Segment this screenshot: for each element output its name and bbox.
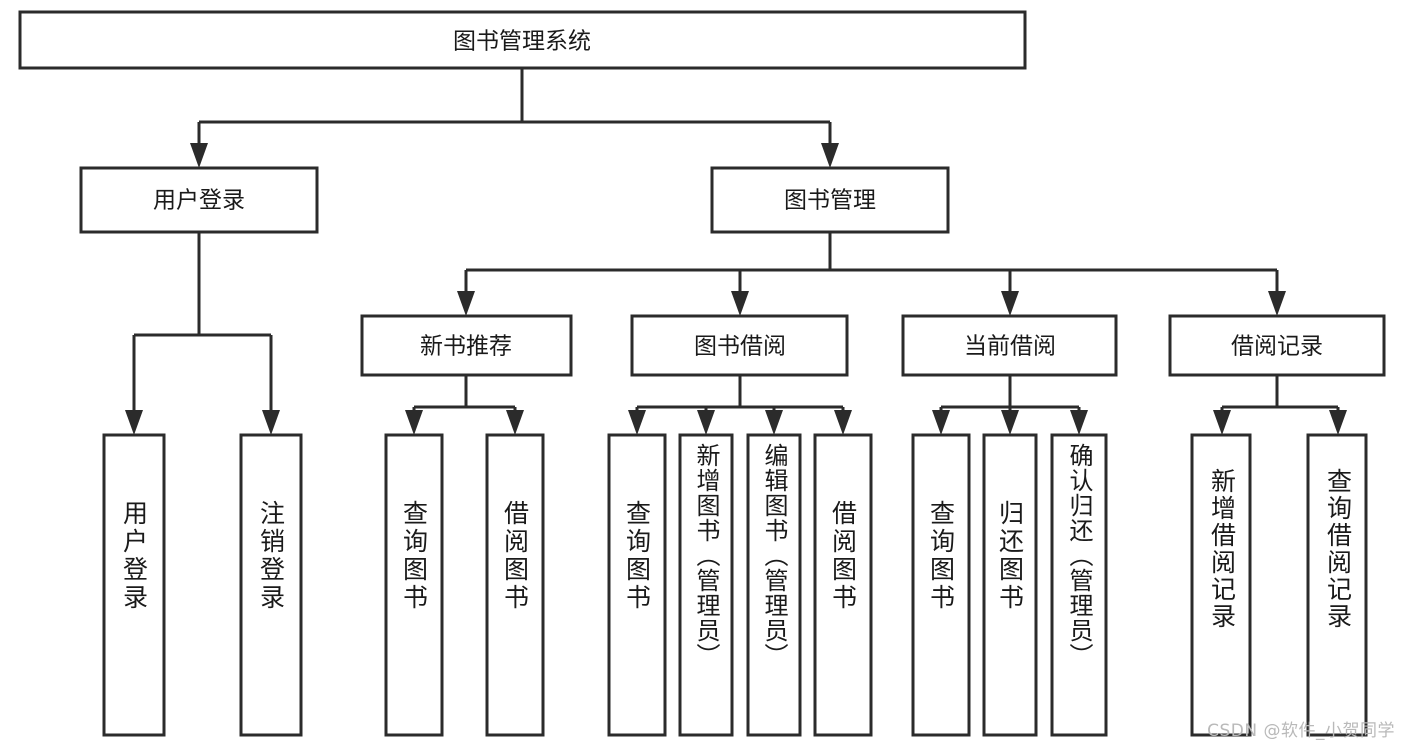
leaf-box-current-borrow-2[interactable]: [1050, 433, 1108, 737]
arrow-head-borrow-leaf-0: [628, 410, 646, 435]
leaf-box-borrow-records-0[interactable]: [1190, 433, 1252, 737]
node-book-borrow[interactable]: 图书借阅: [630, 314, 849, 377]
leaf-box-book-borrow-3[interactable]: [813, 433, 873, 737]
node-borrow-records-box[interactable]: [1168, 314, 1386, 377]
arrow-head-level2-0: [457, 291, 475, 316]
arrow-head-records-leaf-1: [1329, 410, 1347, 435]
leaf-box-user-login-0[interactable]: [102, 433, 166, 737]
arrow-head-newbook-leaf-0: [405, 410, 423, 435]
node-book-manage[interactable]: 图书管理: [710, 166, 950, 234]
arrow-head-newbook-leaf-1: [506, 410, 524, 435]
node-current-borrow[interactable]: 当前借阅: [901, 314, 1118, 377]
node-new-book-recommend[interactable]: 新书推荐: [360, 314, 573, 377]
node-user-login-label: 用户登录: [153, 188, 245, 214]
leaf-box-book-borrow-0[interactable]: [607, 433, 667, 737]
leaf-box-current-borrow-0[interactable]: [911, 433, 971, 737]
leaf-box-user-login-1[interactable]: [239, 433, 303, 737]
nodes-layer: 图书管理系统 用户登录 图书管理 新书推荐 图书借阅: [18, 10, 1386, 737]
csdn-watermark: CSDN @软件_小贺同学: [1207, 721, 1395, 741]
arrow-head-records-leaf-0: [1213, 410, 1231, 435]
node-new-book-recommend-box[interactable]: [360, 314, 573, 377]
node-book-borrow-label: 图书借阅: [694, 334, 786, 360]
arrow-head-userlogin-leaf-0: [125, 410, 143, 435]
arrow-head-borrow-leaf-1: [697, 410, 715, 435]
arrow-head-level2-1: [731, 291, 749, 316]
arrow-head-borrow-leaf-2: [765, 410, 783, 435]
node-root[interactable]: 图书管理系统: [18, 10, 1027, 70]
leaf-box-new-book-1[interactable]: [485, 433, 545, 737]
leaf-box-current-borrow-1[interactable]: [982, 433, 1038, 737]
node-current-borrow-label: 当前借阅: [964, 334, 1056, 360]
leaf-box-borrow-records-1[interactable]: [1306, 433, 1368, 737]
connectors-layer: [125, 68, 1347, 435]
leaf-box-book-borrow-2[interactable]: [746, 433, 802, 737]
arrow-head-level2-2: [1001, 291, 1019, 316]
node-borrow-records[interactable]: 借阅记录: [1168, 314, 1386, 377]
node-user-login-box[interactable]: [79, 166, 319, 234]
leaf-box-book-borrow-1[interactable]: [678, 433, 734, 737]
arrow-head-current-leaf-0: [932, 410, 950, 435]
arrow-head-userlogin-leaf-1: [262, 410, 280, 435]
arrow-head-current-leaf-1: [1001, 410, 1019, 435]
leaf-box-new-book-0[interactable]: [384, 433, 444, 737]
arrow-head-current-leaf-2: [1070, 410, 1088, 435]
arrow-head-book-manage: [821, 143, 839, 168]
node-current-borrow-box[interactable]: [901, 314, 1118, 377]
node-root-box[interactable]: [18, 10, 1027, 70]
node-book-borrow-box[interactable]: [630, 314, 849, 377]
node-user-login[interactable]: 用户登录: [79, 166, 319, 234]
node-new-book-recommend-label: 新书推荐: [420, 334, 512, 360]
arrow-head-borrow-leaf-3: [834, 410, 852, 435]
arrow-head-user-login: [190, 143, 208, 168]
node-book-manage-box[interactable]: [710, 166, 950, 234]
node-root-label: 图书管理系统: [453, 29, 591, 55]
arrow-head-level2-3: [1268, 291, 1286, 316]
node-borrow-records-label: 借阅记录: [1231, 334, 1323, 360]
node-book-manage-label: 图书管理: [784, 188, 876, 214]
